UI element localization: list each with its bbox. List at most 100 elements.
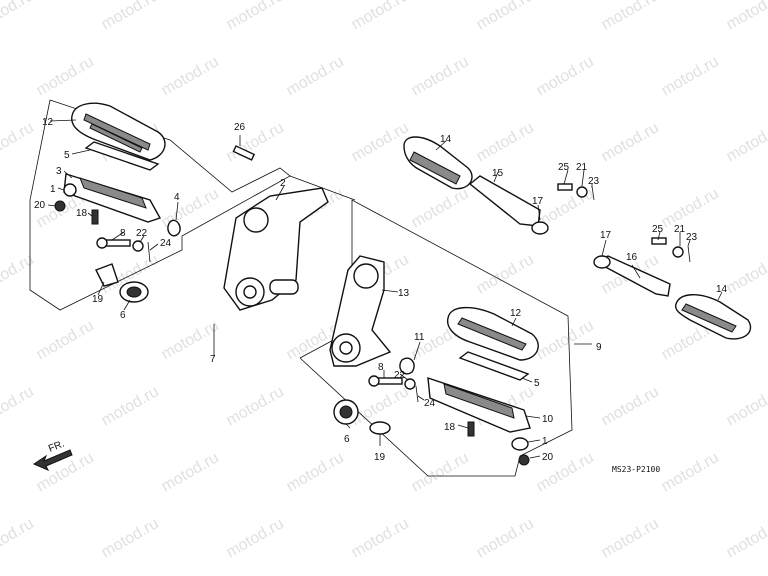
left-bolt-19 — [95, 263, 119, 287]
left-collar — [63, 183, 77, 197]
callout-11: 11 — [414, 332, 425, 343]
front-arrow-icon — [32, 449, 73, 471]
left-assembly-box — [29, 99, 291, 311]
left-bush-hole — [126, 286, 142, 298]
right-cotter-pin — [415, 385, 419, 403]
watermark-text: motod.ru — [0, 383, 37, 429]
leader-lines — [47, 119, 723, 459]
callout-2: 2 — [280, 178, 286, 189]
watermark-text: motod.ru — [724, 0, 768, 33]
watermark-text: motod.ru — [284, 449, 347, 495]
callout-14-upper: 14 — [440, 134, 452, 145]
washer-21-upper — [576, 186, 588, 198]
right-bush-hole — [339, 405, 353, 419]
right-footpeg-base — [427, 376, 531, 433]
watermark-text: motod.ru — [409, 185, 472, 231]
watermark-text: motod.ru — [724, 515, 768, 561]
callout-1-right: 1 — [542, 436, 548, 447]
callout-24-right: 24 — [424, 398, 436, 409]
watermark-text: motod.ru — [224, 515, 287, 561]
callout-4: 4 — [174, 192, 180, 203]
callout-6-left: 6 — [120, 310, 126, 321]
callout-23-upper: 23 — [588, 176, 600, 187]
watermark-text: motod.ru — [474, 515, 537, 561]
passenger-peg-washer-upper — [531, 221, 549, 235]
callout-25-lower: 25 — [652, 224, 664, 235]
callout-23-lower: 23 — [686, 232, 698, 243]
washer-21-lower — [672, 246, 684, 258]
watermark-text: motod.ru — [659, 53, 722, 99]
watermark-text: motod.ru — [409, 53, 472, 99]
watermark-text: motod.ru — [224, 383, 287, 429]
left-step-bracket — [223, 187, 329, 311]
watermark-text: motod.ru — [349, 515, 412, 561]
callout-20-left: 20 — [34, 200, 46, 211]
watermark-text: motod.ru — [474, 119, 537, 165]
callout-14-lower: 14 — [716, 284, 728, 295]
callout-7: 7 — [210, 354, 216, 365]
watermark-text: motod.ru — [159, 53, 222, 99]
callout-17-lower: 17 — [600, 230, 612, 241]
watermark-text: motod.ru — [659, 185, 722, 231]
callout-5-left: 5 — [64, 150, 70, 161]
callout-21-lower: 21 — [674, 224, 686, 235]
watermark-text: motod.ru — [0, 119, 37, 165]
watermark-text: motod.ru — [99, 515, 162, 561]
passenger-peg-upper — [403, 136, 473, 190]
callout-9: 9 — [596, 342, 602, 353]
callout-1-left: 1 — [50, 184, 56, 195]
callout-12-left: 12 — [42, 117, 54, 128]
callout-18-right: 18 — [444, 422, 456, 433]
callout-3: 3 — [56, 166, 62, 177]
callout-6-right: 6 — [344, 434, 350, 445]
left-bolt-20 — [54, 200, 66, 212]
pin-25-lower — [651, 237, 667, 245]
watermark-text: motod.ru — [34, 53, 97, 99]
watermark-text: motod.ru — [534, 317, 597, 363]
watermark-text: motod.ru — [349, 119, 412, 165]
watermark-text: motod.ru — [99, 383, 162, 429]
watermark-text: motod.ru — [349, 0, 412, 33]
watermark-text: motod.ru — [34, 317, 97, 363]
callout-10: 10 — [542, 414, 554, 425]
left-spring-4 — [167, 219, 181, 237]
callout-12-right: 12 — [510, 308, 522, 319]
watermark-text: motod.ru — [474, 0, 537, 33]
watermark-text: motod.ru — [724, 119, 768, 165]
left-cotter-pin — [147, 241, 151, 263]
callout-20-right: 20 — [542, 452, 554, 463]
callout-24-left: 24 — [160, 238, 172, 249]
left-washer — [132, 240, 144, 252]
pin-25-upper — [557, 183, 573, 191]
right-washer — [404, 378, 416, 390]
watermark-text: motod.ru — [724, 251, 768, 297]
callout-21-upper: 21 — [576, 162, 588, 173]
watermark-text: motod.ru — [159, 449, 222, 495]
callout-22-left: 22 — [136, 228, 148, 239]
callout-26: 26 — [234, 122, 246, 133]
callout-19-left: 19 — [92, 294, 104, 305]
watermark-text: motod.ru — [474, 251, 537, 297]
callout-17-upper: 17 — [532, 196, 544, 207]
callout-labels: 12 5 3 1 20 18 4 8 22 24 19 6 7 26 2 14 … — [34, 117, 728, 463]
left-bolt-18 — [91, 209, 99, 225]
passenger-peg-lower — [674, 294, 752, 340]
left-footpeg-plate — [84, 141, 160, 171]
watermark-text: motod.ru — [659, 449, 722, 495]
right-footpeg-plate — [458, 351, 530, 381]
watermark-text: motod.ru — [724, 383, 768, 429]
passenger-peg-arm-upper — [468, 175, 541, 227]
left-footpeg-rubber — [71, 102, 166, 161]
watermark-text: motod.ru — [224, 119, 287, 165]
callout-15: 15 — [492, 168, 504, 179]
left-pin-head — [96, 237, 108, 249]
callout-16: 16 — [626, 252, 638, 263]
cotter-23-upper — [591, 185, 595, 201]
right-bolt-19 — [369, 421, 391, 435]
right-spring-11 — [399, 357, 415, 375]
callout-18-left: 18 — [76, 208, 88, 219]
right-bolt-18 — [467, 421, 475, 437]
watermark-text: motod.ru — [284, 53, 347, 99]
right-collar — [511, 437, 529, 451]
